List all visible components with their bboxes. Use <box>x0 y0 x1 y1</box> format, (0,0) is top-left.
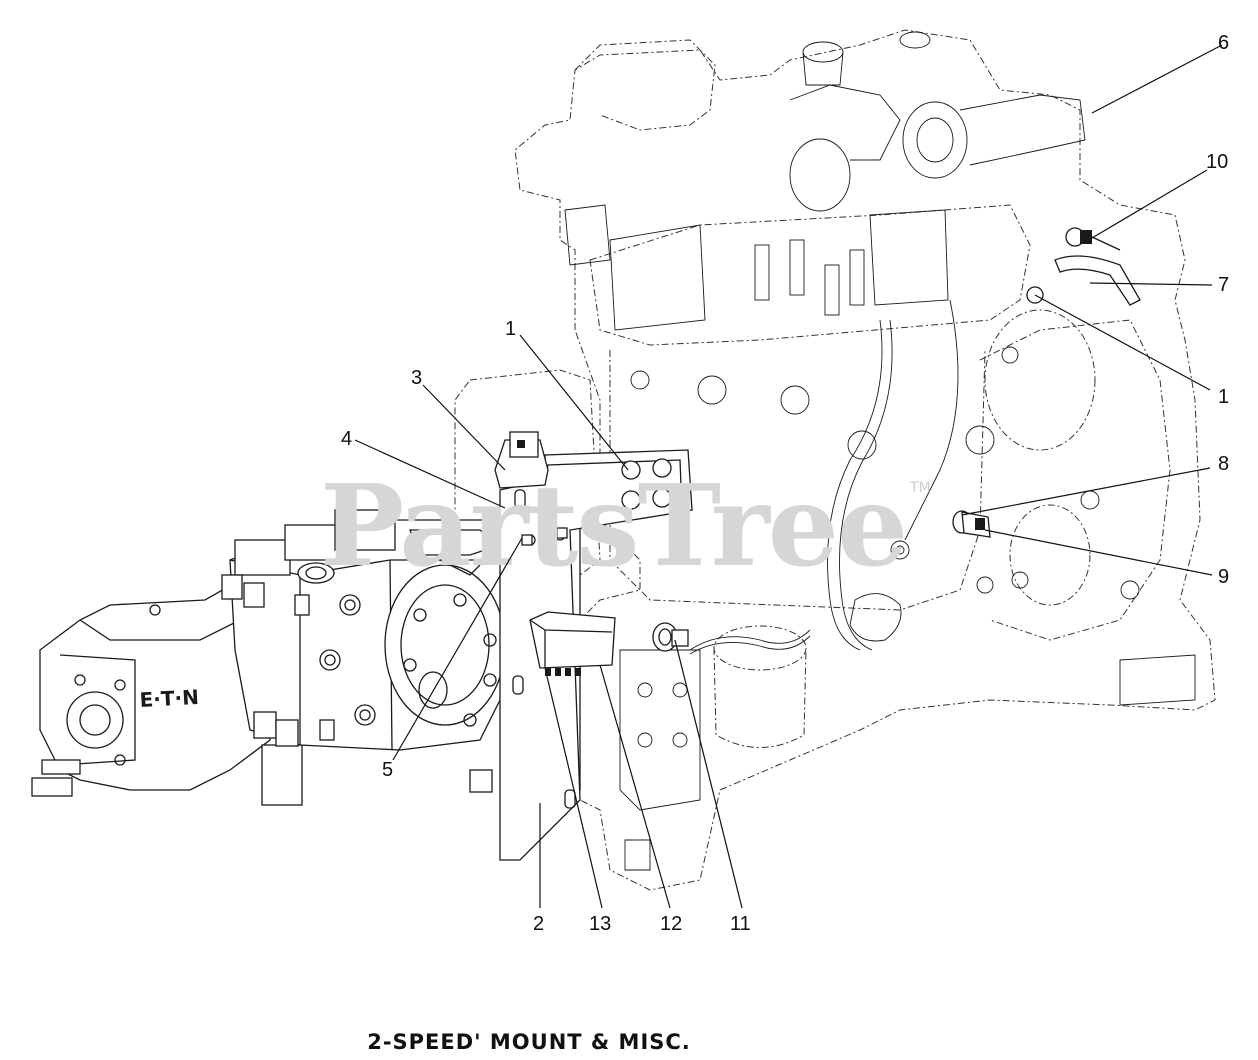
callout-9: 9 <box>1218 566 1229 588</box>
clamp-7 <box>1054 255 1141 306</box>
callout-8: 8 <box>1218 453 1229 475</box>
solenoid <box>494 431 549 489</box>
callout-13: 13 <box>589 913 611 935</box>
watermark-text: PartsTree <box>320 461 906 592</box>
callout-1-right: 1 <box>1218 386 1229 408</box>
callout-10: 10 <box>1206 151 1228 173</box>
callout-6: 6 <box>1218 32 1229 54</box>
callouts: 1 2 3 4 5 6 7 1 8 9 10 11 12 13 <box>341 32 1229 935</box>
sensor-10 <box>1065 227 1121 251</box>
engine-block-outline <box>454 29 1216 891</box>
sensor-11 <box>652 622 689 652</box>
callout-4: 4 <box>341 428 352 450</box>
callout-5: 5 <box>382 759 393 781</box>
watermark-trademark: TM <box>909 480 931 496</box>
callout-3: 3 <box>411 367 422 389</box>
callout-7: 7 <box>1218 274 1229 296</box>
callout-2: 2 <box>533 913 544 935</box>
diagram-caption: 2-SPEED' MOUNT & MISC. <box>367 1030 691 1054</box>
callout-11: 11 <box>730 913 751 935</box>
leader-lines <box>354 44 1223 909</box>
sensor-8-9 <box>952 510 991 538</box>
watermark: PartsTree TM <box>320 461 931 592</box>
pump-brand-text: E·T·N <box>139 685 199 712</box>
relay <box>529 611 616 676</box>
hydrostatic-pump: E·T·N <box>31 509 506 806</box>
callout-12: 12 <box>660 913 682 935</box>
callout-1-left: 1 <box>505 318 516 340</box>
